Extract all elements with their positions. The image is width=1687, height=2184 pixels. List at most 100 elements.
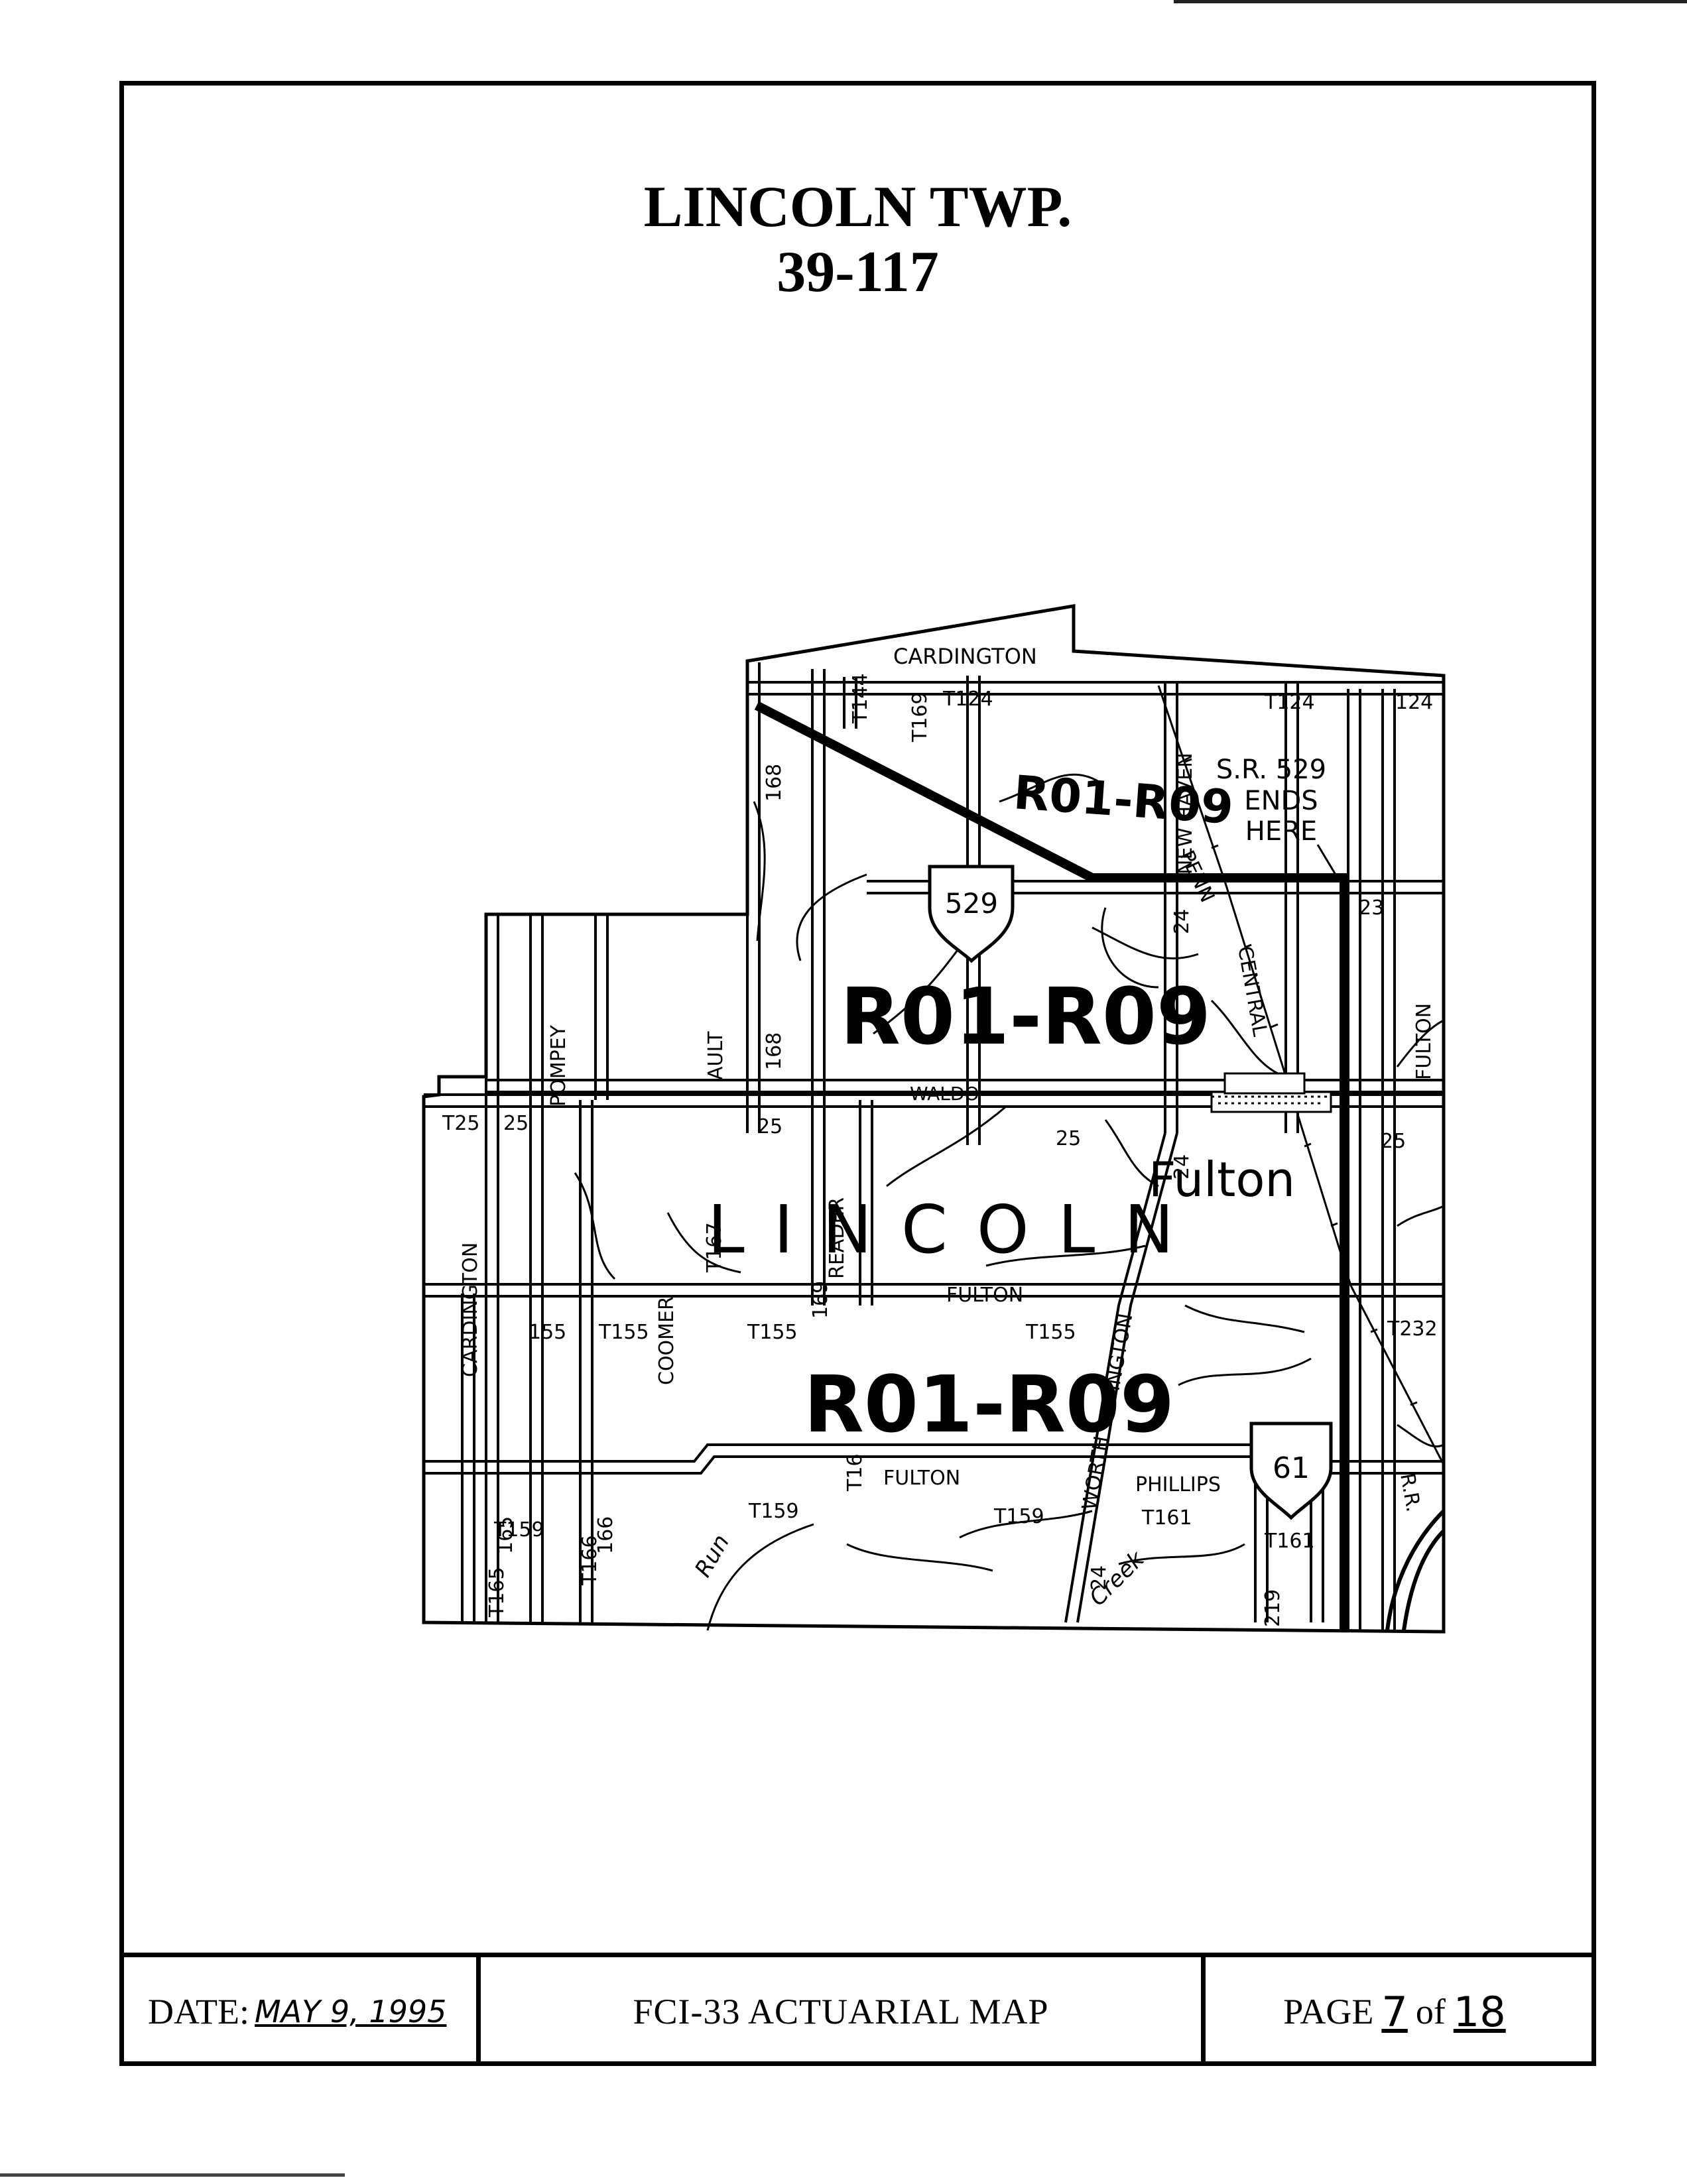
map-text-label: 166 <box>594 1516 617 1554</box>
map-text-label: T155 <box>598 1321 649 1344</box>
map-text-label: FULTON <box>1412 1003 1436 1080</box>
map-line <box>706 1523 814 1631</box>
map-line <box>873 947 961 1035</box>
map-text-label: 168 <box>763 1032 786 1070</box>
route-shield-529: 529 <box>928 865 1015 963</box>
township-title: LINCOLN TWP. <box>643 175 1072 239</box>
map-line <box>753 801 766 941</box>
map-text-label: WALDO <box>910 1083 979 1105</box>
streams <box>574 773 1444 1631</box>
map-text-label: POMPEY <box>547 1024 570 1107</box>
map-line <box>461 1294 475 1622</box>
map-text-label: T161 <box>1141 1506 1192 1530</box>
map-line <box>846 1543 993 1572</box>
map-text-label: CARDINGTON <box>459 1243 482 1377</box>
map-frame: LINCOLN TWP. 39-117 <box>119 81 1596 2066</box>
map-text-label: T166 <box>578 1535 601 1586</box>
map-line <box>746 662 761 1133</box>
map-line <box>1164 682 1178 1133</box>
map-text-label: 219 <box>1261 1589 1284 1627</box>
map-text-label: 24 <box>1170 909 1194 934</box>
map-text-label: NEW HAVEN <box>1174 753 1197 875</box>
map-text-label: 124 <box>1395 691 1433 714</box>
route-shield-61: 61 <box>1249 1422 1333 1520</box>
map-line <box>594 914 609 1100</box>
map-text-label: 25 <box>1056 1127 1081 1150</box>
map-text-label: 529 <box>945 887 998 920</box>
map-line <box>1118 1543 1245 1565</box>
date-cell: DATE: MAY 9, 1995 <box>124 1957 481 2066</box>
map-text-label: T124 <box>1264 691 1315 714</box>
page-number: 7 <box>1381 1987 1408 2036</box>
map-text-label: FULTON <box>883 1467 960 1490</box>
map-line <box>1092 926 1199 959</box>
map-text-label: 25 <box>503 1112 529 1135</box>
scan-edge-line-bottom <box>0 2173 345 2177</box>
township-map-label: LINCOLN <box>708 1191 1203 1268</box>
map-text-label: T165 <box>485 1567 509 1618</box>
map-text-label: 25 <box>1381 1130 1406 1153</box>
map-text-label: T16 <box>844 1454 867 1492</box>
map-line <box>999 773 1099 803</box>
map-footer: DATE: MAY 9, 1995 FCI-33 ACTUARIAL MAP P… <box>124 1953 1592 2066</box>
map-text-label: 61 <box>1273 1451 1310 1485</box>
state-route-529 <box>754 701 1349 1630</box>
map-line <box>1064 1132 1178 1623</box>
map-line <box>811 669 826 1305</box>
map-text-label: COOMER <box>655 1296 678 1385</box>
map-line <box>574 1172 616 1280</box>
map-text-label: T167 <box>703 1222 726 1273</box>
map-line <box>754 701 1349 1087</box>
map-text-label: READER <box>826 1197 849 1279</box>
map-text-label: T169 <box>908 692 932 743</box>
map-line <box>1249 1422 1333 1520</box>
map-text-label: S.R. 529 <box>1216 755 1326 785</box>
date-label: DATE: <box>148 1992 249 2032</box>
map-text-label: 168 <box>763 764 786 802</box>
map-text-label: T25 <box>442 1112 480 1135</box>
map-line <box>1402 1529 1446 1631</box>
map-text-label: T159 <box>493 1518 544 1542</box>
map-line <box>1381 689 1396 1630</box>
map-text-label: CENTRAL <box>1233 944 1271 1038</box>
map-line <box>1184 1304 1305 1333</box>
map-line <box>959 1510 1093 1539</box>
map-line <box>1396 1019 1444 1067</box>
map-text-label: 165 <box>494 1516 517 1554</box>
map-line <box>1397 1424 1444 1448</box>
map-text-label: FULTON <box>946 1284 1023 1307</box>
map-line <box>1104 1119 1159 1187</box>
map-text-label: AULT <box>704 1031 727 1080</box>
date-value: MAY 9, 1995 <box>254 1994 447 2030</box>
map-line <box>1210 999 1279 1075</box>
page-total: 18 <box>1453 1987 1506 2036</box>
road-labels: CARDINGTON T124 T124 124 23 WALDO T25 25… <box>442 644 1438 1553</box>
map-text-label: T232 <box>1387 1317 1438 1341</box>
map-line <box>1223 1072 1306 1095</box>
document-title: FCI-33 ACTUARIAL MAP <box>633 1992 1049 2032</box>
map-line <box>1397 1205 1444 1227</box>
map-text-label: Run <box>690 1530 735 1582</box>
map-line <box>843 677 857 729</box>
map-line <box>1210 1091 1332 1113</box>
rating-label-north: R01-R09 <box>1012 765 1235 835</box>
curved-highway <box>1385 1509 1446 1631</box>
sr529-note: S.R. 529 ENDS HERE <box>1216 755 1326 847</box>
note-arrow <box>1316 844 1339 879</box>
map-text-label: R.R. <box>1395 1471 1425 1514</box>
map-text-label: T144 <box>849 673 872 724</box>
map-line <box>985 1244 1146 1267</box>
map-text-label: T155 <box>747 1321 798 1344</box>
page-label: PAGE <box>1283 1992 1374 2032</box>
map-line <box>424 1283 1444 1298</box>
of-label: of <box>1415 1992 1446 2032</box>
map-text-label: 155 <box>529 1321 566 1344</box>
map-line <box>424 1443 1251 1475</box>
map-text-label: ENDS <box>1244 786 1318 816</box>
township-map: 529 61 R01-R09 R01-R09 R01-R09 LINCOLN F… <box>422 604 1446 1634</box>
fulton-town-area <box>1210 1072 1332 1113</box>
map-line <box>886 1105 1007 1187</box>
map-text-label: T124 <box>942 688 993 711</box>
map-line <box>859 1100 873 1305</box>
map-text-label: T159 <box>993 1505 1044 1528</box>
